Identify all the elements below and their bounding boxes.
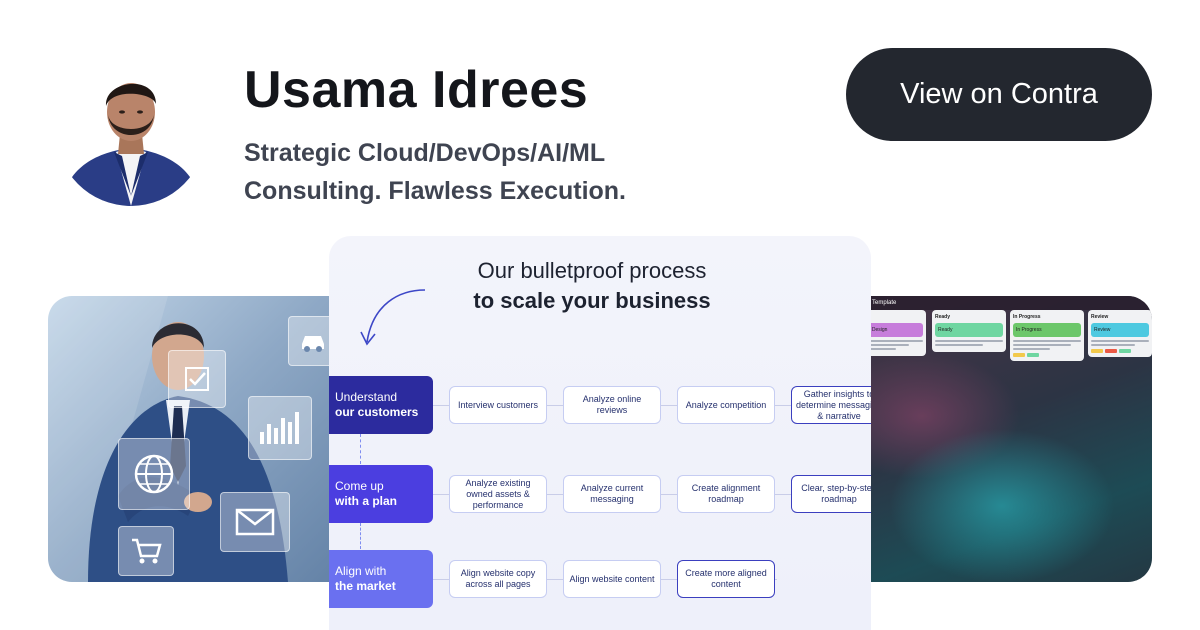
stage-line-2: with a plan: [335, 494, 398, 508]
board-column-title: In Progress: [1013, 314, 1041, 320]
board-card-line: [1013, 340, 1081, 342]
board-card-label: Ready: [935, 323, 1003, 337]
process-step: Analyze existing owned assets & performa…: [449, 475, 547, 513]
board-column-title: Review: [1091, 314, 1109, 320]
avatar-portrait: [56, 56, 206, 206]
stage-line-1: Understand: [335, 390, 398, 404]
board-column: Ready Ready: [932, 310, 1006, 352]
process-title-line-1: Our bulletproof process: [477, 258, 707, 283]
globe-tile: [118, 438, 190, 510]
stage-line-1: Come up: [335, 479, 384, 493]
board-card-line: [855, 340, 923, 342]
board-chip: [1105, 349, 1117, 353]
businessman-illustration: [48, 296, 288, 582]
gallery-image-left[interactable]: [48, 296, 368, 582]
gallery-image-right[interactable]: Template Ideas Idea / Design Ready Ready…: [832, 296, 1152, 582]
board-card-label: Idea / Design: [855, 323, 923, 337]
tagline-line-2: Consulting. Flawless Execution.: [244, 177, 627, 205]
board-card-line: [935, 340, 1003, 342]
process-step: Analyze current messaging: [563, 475, 661, 513]
checkmark-icon: [185, 367, 209, 391]
stage-understand: Understand our customers: [329, 376, 433, 434]
avatar: [56, 56, 206, 206]
board-card-label: Review: [1091, 323, 1149, 337]
board-card-label: In Progress: [1013, 323, 1081, 337]
process-step: Align website content: [563, 560, 661, 598]
board-card-line: [1091, 340, 1149, 342]
process-title-line-2: to scale your business: [473, 288, 711, 313]
profile-name: Usama Idrees: [244, 61, 589, 119]
board-toolbar: Template: [832, 296, 1152, 310]
process-step-outcome: Clear, step-by-step roadmap: [791, 475, 871, 513]
process-step-outcome: Gather insights to determine messaging &…: [791, 386, 871, 424]
globe-icon: [134, 454, 174, 494]
process-step: Analyze online reviews: [563, 386, 661, 424]
board-chip: [1119, 349, 1131, 353]
curved-arrow-icon: [360, 289, 426, 346]
check-tile: [168, 350, 226, 408]
board-column-title: Ready: [935, 314, 951, 320]
chart-tile: [248, 396, 312, 460]
mail-tile: [220, 492, 290, 552]
stage-connector: [360, 434, 361, 464]
board-chip: [1013, 353, 1025, 357]
board-column: Review Review: [1088, 310, 1152, 357]
stage-align: Align with the market: [329, 550, 433, 608]
board-card-chips: [1013, 353, 1081, 357]
board-card-line: [1013, 344, 1071, 346]
gallery-image-center[interactable]: Our bulletproof process to scale your bu…: [329, 236, 871, 630]
board-card-line: [855, 348, 896, 350]
board-card-line: [1091, 344, 1135, 346]
process-step: Create alignment roadmap: [677, 475, 775, 513]
process-step: Align website copy across all pages: [449, 560, 547, 598]
view-on-contra-button[interactable]: View on Contra: [846, 48, 1152, 141]
tagline-line-1: Strategic Cloud/DevOps/AI/ML: [244, 139, 606, 167]
board-card-line: [855, 344, 910, 346]
cart-tile: [118, 526, 174, 576]
profile-tagline: Strategic Cloud/DevOps/AI/ML Consulting.…: [244, 134, 724, 210]
process-step-outcome: Create more aligned content: [677, 560, 775, 598]
process-step: Interview customers: [449, 386, 547, 424]
stage-line-1: Align with: [335, 564, 387, 578]
board-chip: [1091, 349, 1103, 353]
board-column: In Progress In Progress: [1010, 310, 1084, 361]
board-card-line: [1013, 348, 1051, 350]
cart-icon: [132, 538, 162, 564]
stage-plan: Come up with a plan: [329, 465, 433, 523]
stage-line-2: the market: [335, 579, 396, 593]
board-card-line: [935, 344, 983, 346]
stage-connector: [360, 523, 361, 549]
board-chip: [1027, 353, 1039, 357]
chart-icon: [260, 412, 299, 444]
car-icon: [302, 336, 324, 352]
process-step: Analyze competition: [677, 386, 775, 424]
stage-line-2: our customers: [335, 405, 419, 419]
mail-icon: [235, 508, 275, 536]
board-card-chips: [1091, 349, 1149, 353]
